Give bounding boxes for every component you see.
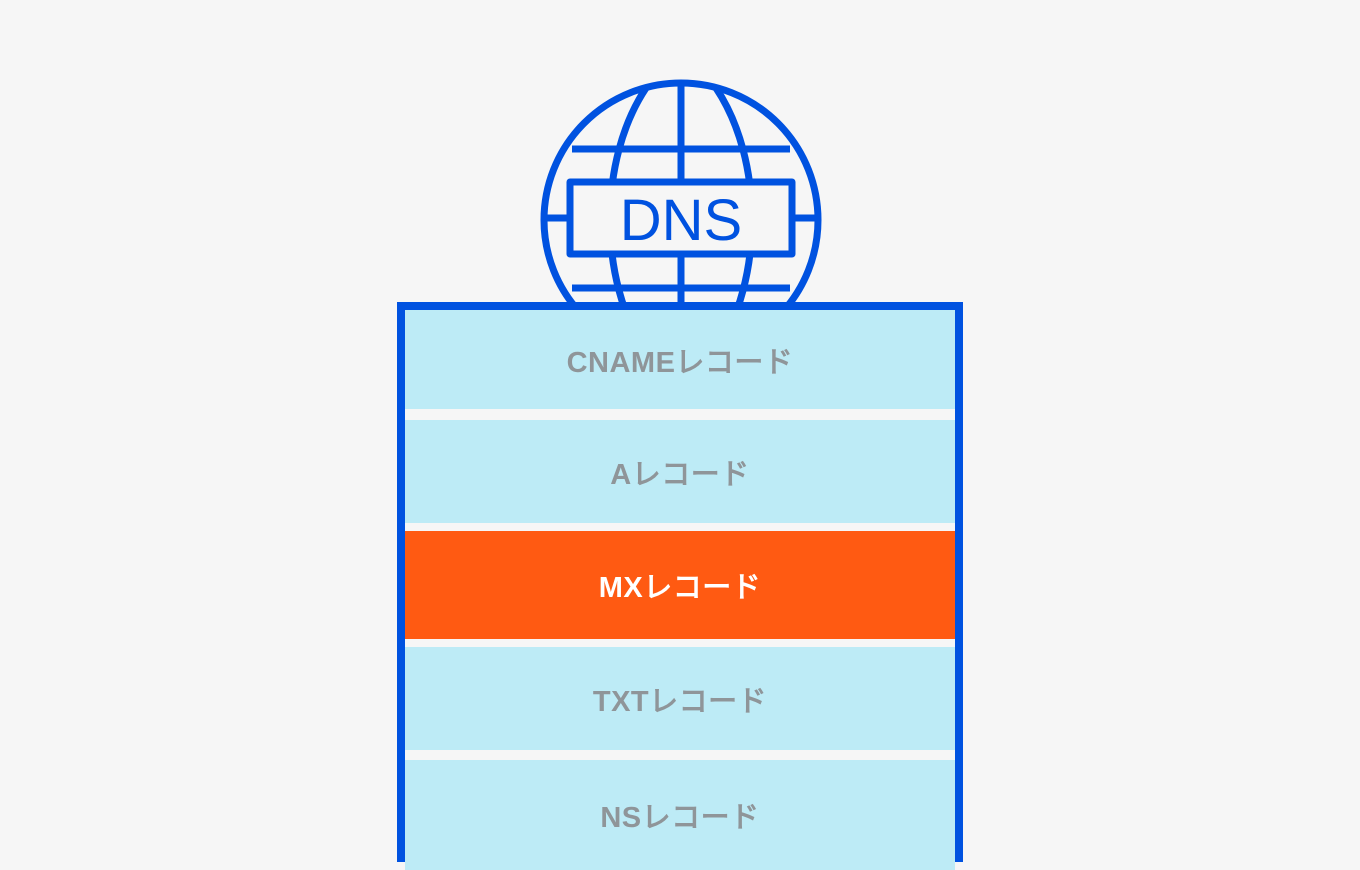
globe-icon: DNS — [540, 79, 822, 310]
dns-records-diagram: DNS CNAMEレコード Aレコード MXレコード TXTレコード NSレコー… — [397, 79, 963, 870]
record-ns: NSレコード — [405, 760, 955, 870]
record-mx-highlighted: MXレコード — [405, 531, 955, 639]
record-cname: CNAMEレコード — [405, 310, 955, 409]
dns-label: DNS — [620, 188, 742, 253]
records-panel: CNAMEレコード Aレコード MXレコード TXTレコード NSレコード — [397, 302, 963, 870]
record-txt: TXTレコード — [405, 647, 955, 750]
record-a: Aレコード — [405, 420, 955, 523]
